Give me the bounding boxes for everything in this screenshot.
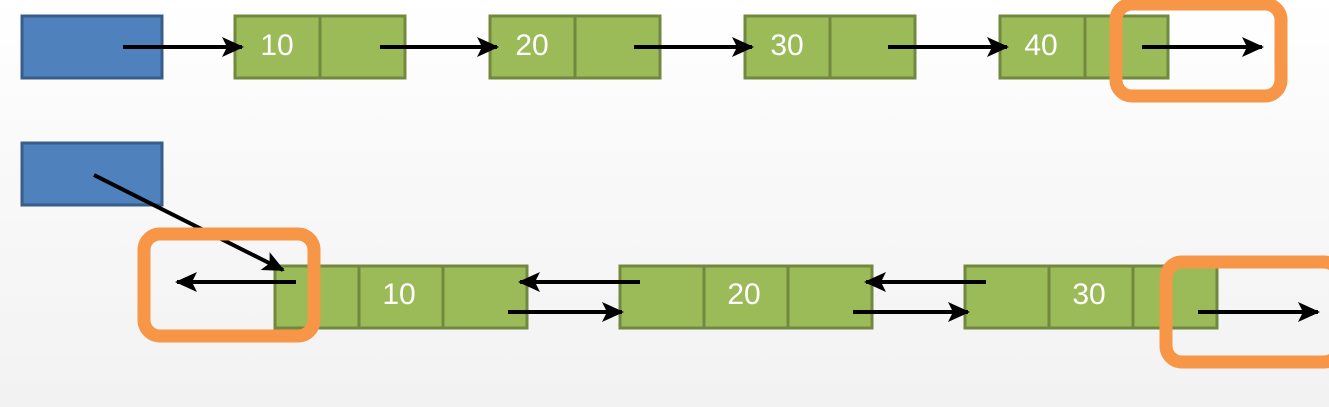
singly-linked-list: 10 20 30 40 — [20, 0, 1288, 103]
singly-node-4: 40 — [998, 14, 1170, 80]
doubly-node-3-next-cell — [1131, 264, 1219, 330]
singly-node-3-data-cell — [743, 14, 832, 80]
singly-tail-null-highlight — [1109, 0, 1288, 103]
singly-node-2: 20 — [488, 14, 662, 80]
doubly-node-2-next-cell — [786, 264, 874, 330]
singly-node-4-value: 40 — [1024, 29, 1057, 62]
doubly-node-1-value: 10 — [382, 278, 415, 311]
singly-node-3: 30 — [743, 14, 917, 80]
doubly-head-arrow — [93, 173, 285, 272]
doubly-node-3: 30 — [963, 264, 1219, 330]
singly-node-1-value: 10 — [260, 29, 293, 62]
singly-node-2-value: 20 — [515, 29, 548, 62]
doubly-node-2: 20 — [618, 264, 874, 330]
doubly-head-pointer — [20, 141, 164, 207]
doubly-node-2-data-cell — [702, 264, 790, 330]
doubly-head-prev-null-highlight — [137, 227, 321, 343]
doubly-node-2-prev-cell — [618, 264, 706, 330]
doubly-node-1-next-cell — [441, 264, 529, 330]
singly-node-1: 10 — [233, 14, 407, 80]
doubly-linked-list: 10 20 30 — [20, 141, 1329, 369]
doubly-node-3-prev-cell — [963, 264, 1051, 330]
doubly-node-3-data-cell — [1047, 264, 1135, 330]
singly-node-1-data-cell — [233, 14, 322, 80]
singly-node-3-value: 30 — [770, 29, 803, 62]
doubly-node-1-data-cell — [357, 264, 445, 330]
doubly-tail-next-null-highlight — [1159, 255, 1329, 369]
doubly-node-3-value: 30 — [1072, 278, 1105, 311]
singly-node-4-data-cell — [998, 14, 1087, 80]
doubly-node-2-value: 20 — [727, 278, 760, 311]
